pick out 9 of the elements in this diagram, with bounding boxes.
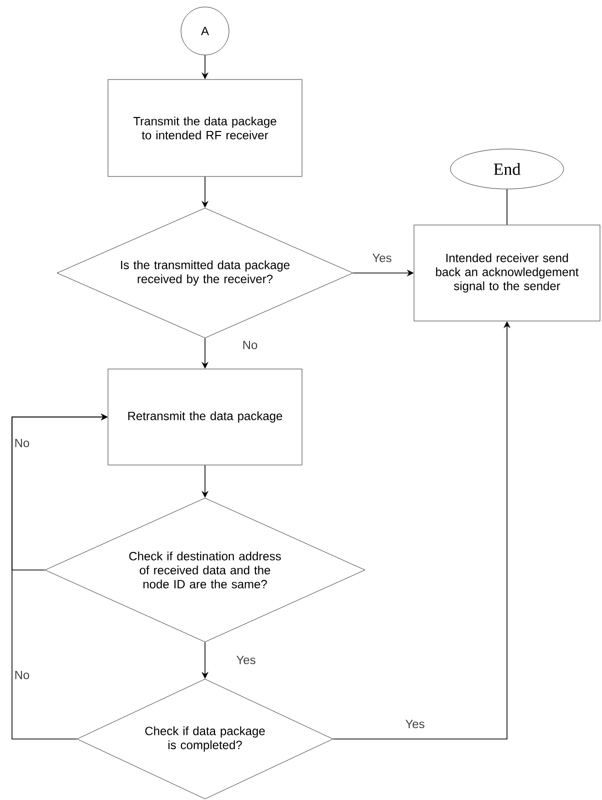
edge-label: Yes <box>235 654 257 666</box>
edge-label: No <box>13 670 31 680</box>
process-box: Intended receiver send back an acknowledgement signal to the sender <box>414 224 600 322</box>
process-box: Retransmit the data package <box>108 368 302 466</box>
edge-label: No <box>13 438 31 448</box>
edge-label: No <box>241 340 259 350</box>
edge-label: Yes <box>371 252 393 264</box>
edge-label: Yes <box>404 718 426 730</box>
process-box: Transmit the data package to intended RF receiver <box>108 79 302 177</box>
